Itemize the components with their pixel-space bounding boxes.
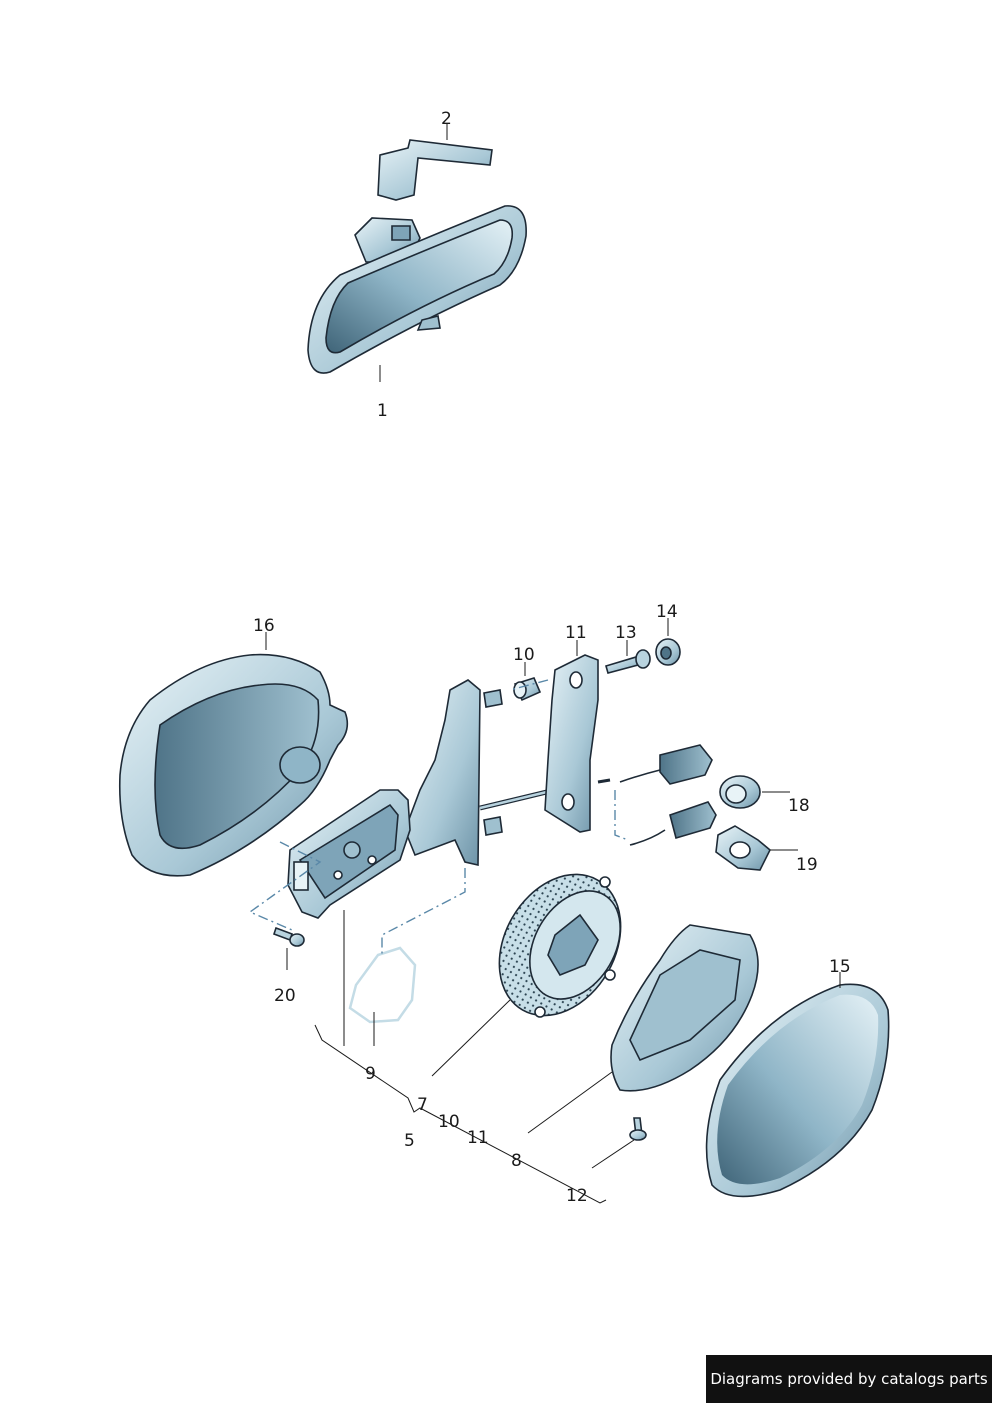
attribution-banner: Diagrams provided by catalogs parts [706, 1355, 992, 1403]
callout-8: 8 [511, 1151, 522, 1171]
callout-16: 16 [253, 616, 275, 636]
screw-13-part [605, 649, 651, 674]
assembly-lines [248, 679, 549, 955]
wiring-part [597, 744, 717, 846]
callout-19: 19 [796, 855, 818, 875]
callout-15: 15 [829, 957, 851, 977]
mirror-base-part [287, 679, 556, 919]
callout-10-top: 10 [513, 645, 535, 665]
lower-cover-part [610, 924, 759, 1092]
callout-7: 7 [417, 1095, 428, 1115]
callout-11-bottom: 11 [467, 1128, 489, 1148]
screw-12-part [629, 1117, 647, 1141]
bracket-19-part [715, 825, 771, 871]
callout-13: 13 [615, 623, 637, 643]
interior-mirror-part [307, 205, 527, 374]
grommet-part [513, 677, 542, 702]
callout-11-top: 11 [565, 623, 587, 643]
callout-14: 14 [656, 602, 678, 622]
attribution-text: Diagrams provided by catalogs parts [710, 1370, 988, 1388]
callout-12: 12 [566, 1186, 588, 1206]
callout-5: 5 [404, 1131, 415, 1151]
adjustment-motor-part [498, 873, 622, 1018]
callout-18: 18 [788, 796, 810, 816]
gasket-ring-part [348, 946, 417, 1024]
callout-labels: 2 1 16 10 11 13 14 18 19 20 15 9 7 10 11… [253, 109, 851, 1206]
callout-1: 1 [377, 401, 388, 421]
mirror-glass-part [705, 983, 890, 1198]
socket-18-part [719, 775, 761, 809]
callout-10-bottom: 10 [438, 1112, 460, 1132]
screw-20-part [272, 926, 305, 947]
nut-14-part [655, 638, 681, 666]
callout-2: 2 [441, 109, 452, 129]
sensor-cover-part [377, 139, 493, 201]
callout-9: 9 [365, 1064, 376, 1084]
callout-20: 20 [274, 986, 296, 1006]
gasket-plate-part [544, 654, 599, 833]
mirror-housing-part [118, 653, 349, 877]
leader-lines [265, 124, 841, 1204]
